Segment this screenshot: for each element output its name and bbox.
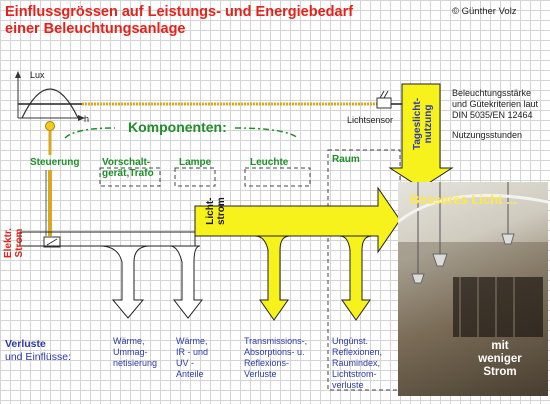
loss-leuchte-line-3: Reflexions- <box>244 358 290 368</box>
loss-arrows <box>99 245 204 319</box>
photo-caption-line-1: mit <box>491 340 509 352</box>
luminous-flux-label: Licht- strom <box>205 197 227 225</box>
criteria-line-2: und Gütekriterien laut <box>452 99 539 109</box>
daylight-curve <box>21 88 79 119</box>
light-loss-arrows <box>254 235 373 321</box>
criteria-line-3: DIN 5035/EN 12464 <box>452 110 533 120</box>
component-leuchte: Leuchte <box>250 157 289 168</box>
loss-raum-line-1: Ungünst. <box>332 336 369 346</box>
title-line-1: Einflussgrössen auf Leistungs- und Energ… <box>5 4 354 20</box>
electric-current-label: Elektr. Strom <box>3 228 25 258</box>
title-line-2: einer Beleuchtungsanlage <box>5 21 186 37</box>
loss-vorschalt-line-3: netisierung <box>113 358 158 368</box>
criteria-text: Beleuchtungsstärke und Gütekriterien lau… <box>452 88 538 141</box>
loss-vorschalt-line-2: Ummag- <box>113 347 148 357</box>
component-steuerung: Steuerung <box>30 157 80 168</box>
daylight-label: Tageslicht- nutzung <box>412 98 434 150</box>
hours-axis-label: h <box>84 114 90 124</box>
room-photo: Besseres Licht ... mit weniger Strom <box>398 182 548 396</box>
page-title: Einflussgrössen auf Leistungs- und Energ… <box>5 4 353 38</box>
loss-lampe-line-4: Anteile <box>176 369 204 379</box>
loss-leuchte: Transmissions-, Absorptions- u. Reflexio… <box>244 336 324 380</box>
loss-leuchte-line-4: Verluste <box>244 369 277 379</box>
losses-heading-bold: Verluste <box>5 338 46 350</box>
copyright-notice: © Günther Volz <box>452 6 517 17</box>
component-raum: Raum <box>332 154 360 165</box>
daylight-label-line-2: nutzung <box>423 104 434 144</box>
control-knob <box>45 121 55 131</box>
component-lampe: Lampe <box>179 157 212 168</box>
losses-heading: Verluste und Einflüsse: <box>5 338 95 364</box>
components-heading: Komponenten: <box>128 119 227 135</box>
photo-headline: Besseres Licht ... <box>410 192 517 207</box>
room-photo-illustration <box>398 182 548 396</box>
daylight-arrow <box>388 83 454 189</box>
losses-heading-rest: und Einflüsse: <box>5 351 71 363</box>
loss-raum-line-3: Raumindex, <box>332 358 381 368</box>
photo-caption: mit weniger Strom <box>470 340 530 379</box>
luminous-flux-line-1: Licht- <box>205 197 216 225</box>
loss-raum-line-4: Lichtstrom- <box>332 369 377 379</box>
lux-axis-label: Lux <box>30 70 45 80</box>
photo-caption-line-2: weniger <box>478 353 522 365</box>
loss-lampe-line-1: Wärme, <box>176 336 208 346</box>
lux-graph <box>15 71 85 121</box>
component-vorschalt-line-1: Vorschalt- <box>102 157 151 168</box>
electric-current-line-2: Strom <box>14 228 25 258</box>
loss-lampe-line-3: UV - <box>176 358 194 368</box>
criteria-line-1: Beleuchtungsstärke <box>452 88 532 98</box>
light-sensor <box>376 90 410 109</box>
loss-vorschalt-line-1: Wärme, <box>113 336 145 346</box>
loss-vorschalt: Wärme, Ummag- netisierung <box>113 336 173 369</box>
loss-leuchte-line-2: Absorptions- u. <box>244 347 305 357</box>
photo-caption-line-3: Strom <box>483 366 517 378</box>
loss-raum: Ungünst. Reflexionen, Raumindex, Lichtst… <box>332 336 398 391</box>
sensor-label: Lichtsensor <box>347 115 394 125</box>
electric-current-line-1: Elektr. <box>3 227 14 258</box>
component-vorschaltgeraet: Vorschalt- gerät,Trafo <box>102 157 154 179</box>
criteria-line-4: Nutzungsstunden <box>452 130 523 140</box>
loss-raum-line-2: Reflexionen, <box>332 347 383 357</box>
loss-lampe-line-2: IR - und <box>176 347 209 357</box>
luminous-flux-line-2: strom <box>216 197 227 225</box>
loss-lampe: Wärme, IR - und UV - Anteile <box>176 336 231 380</box>
component-vorschalt-line-2: gerät,Trafo <box>102 168 154 179</box>
daylight-label-line-1: Tageslicht- <box>412 97 423 150</box>
loss-leuchte-line-1: Transmissions-, <box>244 336 308 346</box>
loss-raum-line-5: verluste <box>332 380 364 390</box>
